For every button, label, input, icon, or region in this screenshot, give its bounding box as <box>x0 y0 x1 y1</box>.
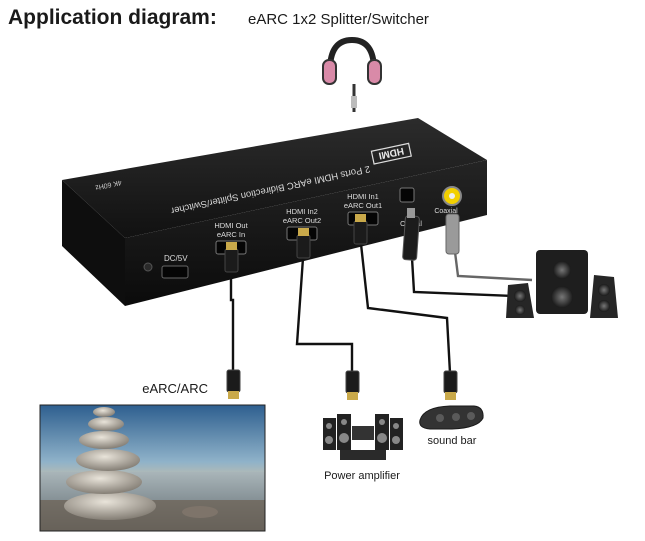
amplifier-label: Power amplifier <box>324 470 400 482</box>
power-amplifier-icon <box>323 414 403 460</box>
hdmi-plugs-device <box>224 214 368 273</box>
coaxial-label: Coaxial <box>434 208 458 215</box>
cables <box>229 243 533 374</box>
sound-bar-icon <box>419 405 484 430</box>
hdmi-in2-label-2: eARC Out2 <box>283 216 321 225</box>
hdmi-in2-label-1: HDMI In2 <box>286 207 318 216</box>
svg-text:HDMI: HDMI <box>377 145 404 161</box>
tv-screen-icon <box>39 404 266 532</box>
optical-port <box>399 187 415 203</box>
hdmi-in1-label-1: HDMI In1 <box>347 192 379 201</box>
hdmi-out-label-1: HDMI Out <box>214 221 248 230</box>
optical-plug <box>402 208 420 261</box>
cable-amplifier <box>295 257 354 373</box>
splitter-device: 2 Ports HDMI eARC Bidirection Splitter/S… <box>62 118 487 306</box>
hdmi-logo: HDMI <box>370 142 412 165</box>
headphones-icon <box>322 36 382 112</box>
diagram-title: Application diagram: <box>8 6 217 29</box>
hdmi-out-label-2: eARC In <box>217 230 245 239</box>
speaker-system-icon <box>506 250 618 318</box>
hdmi-in1-label-2: eARC Out1 <box>344 201 382 210</box>
cable-coaxial <box>453 251 533 282</box>
cable-tv <box>229 272 235 372</box>
cable-soundbar <box>359 243 452 374</box>
diagram-subtitle: eARC 1x2 Splitter/Switcher <box>248 11 429 28</box>
soundbar-label: sound bar <box>428 435 477 447</box>
tv-label: eARC/ARC <box>142 381 208 396</box>
coaxial-plug <box>442 186 462 255</box>
dc-port-label: DC/5V <box>164 254 188 263</box>
dc-power-port <box>161 265 189 279</box>
hdmi-plugs-endpoints <box>226 369 458 400</box>
cable-optical <box>410 257 515 298</box>
